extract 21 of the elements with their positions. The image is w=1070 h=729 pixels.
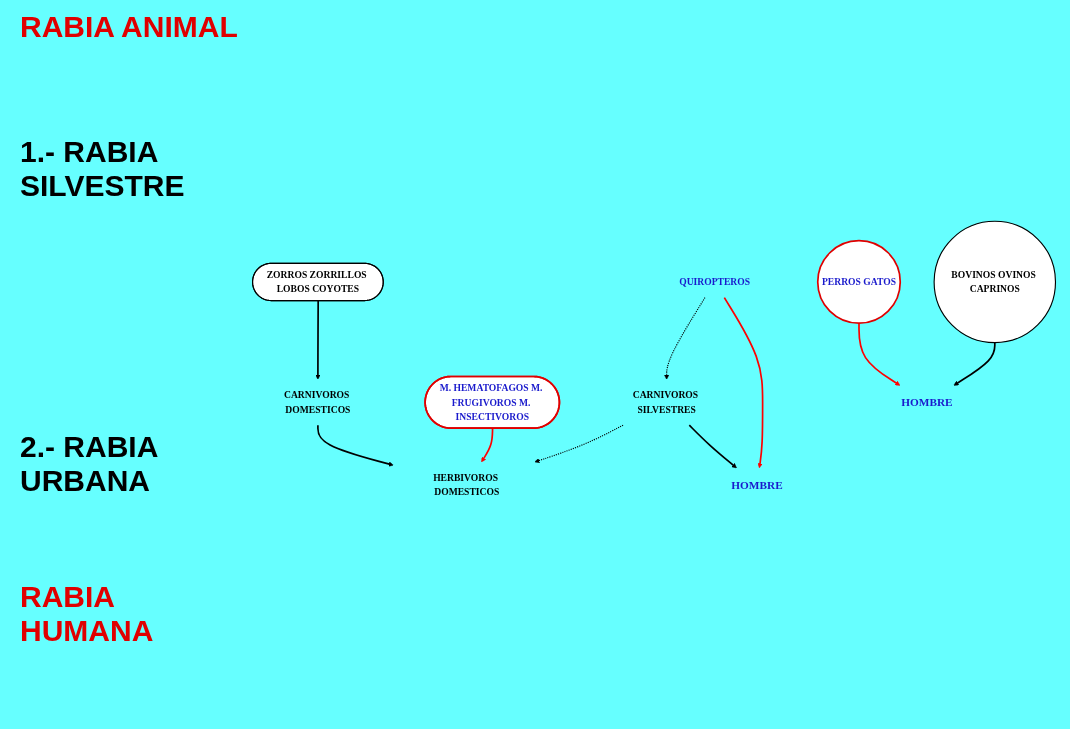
node-text: HOMBRE: [901, 396, 953, 409]
node-circle: PERROS GATOS: [816, 239, 902, 325]
arrow: [858, 322, 901, 386]
arrow: [315, 300, 321, 380]
arrow: [481, 427, 494, 463]
section-label: RABIA HUMANA: [20, 580, 155, 648]
arrow: [953, 341, 996, 386]
node-text: CARNIVOROS DOMESTICOS: [284, 389, 351, 415]
arrow: [723, 296, 764, 469]
arrow: [534, 424, 624, 463]
node-text: CARNIVOROS SILVESTRES: [632, 389, 699, 415]
section-label: 1.- RABIA SILVESTRE: [20, 135, 186, 203]
arrow: [317, 424, 394, 467]
node-text: QUIROPTEROS: [679, 276, 751, 288]
node-text: HOMBRE: [731, 478, 783, 492]
arrow: [688, 424, 737, 469]
node-text: HERBIVOROS DOMESTICOS: [433, 472, 500, 498]
arrow: [664, 297, 706, 380]
section-label: RABIA ANIMAL: [20, 10, 238, 44]
node-circle: BOVINOS OVINOS CAPRINOS: [933, 220, 1057, 344]
section-label: 2.- RABIA URBANA: [20, 430, 159, 498]
